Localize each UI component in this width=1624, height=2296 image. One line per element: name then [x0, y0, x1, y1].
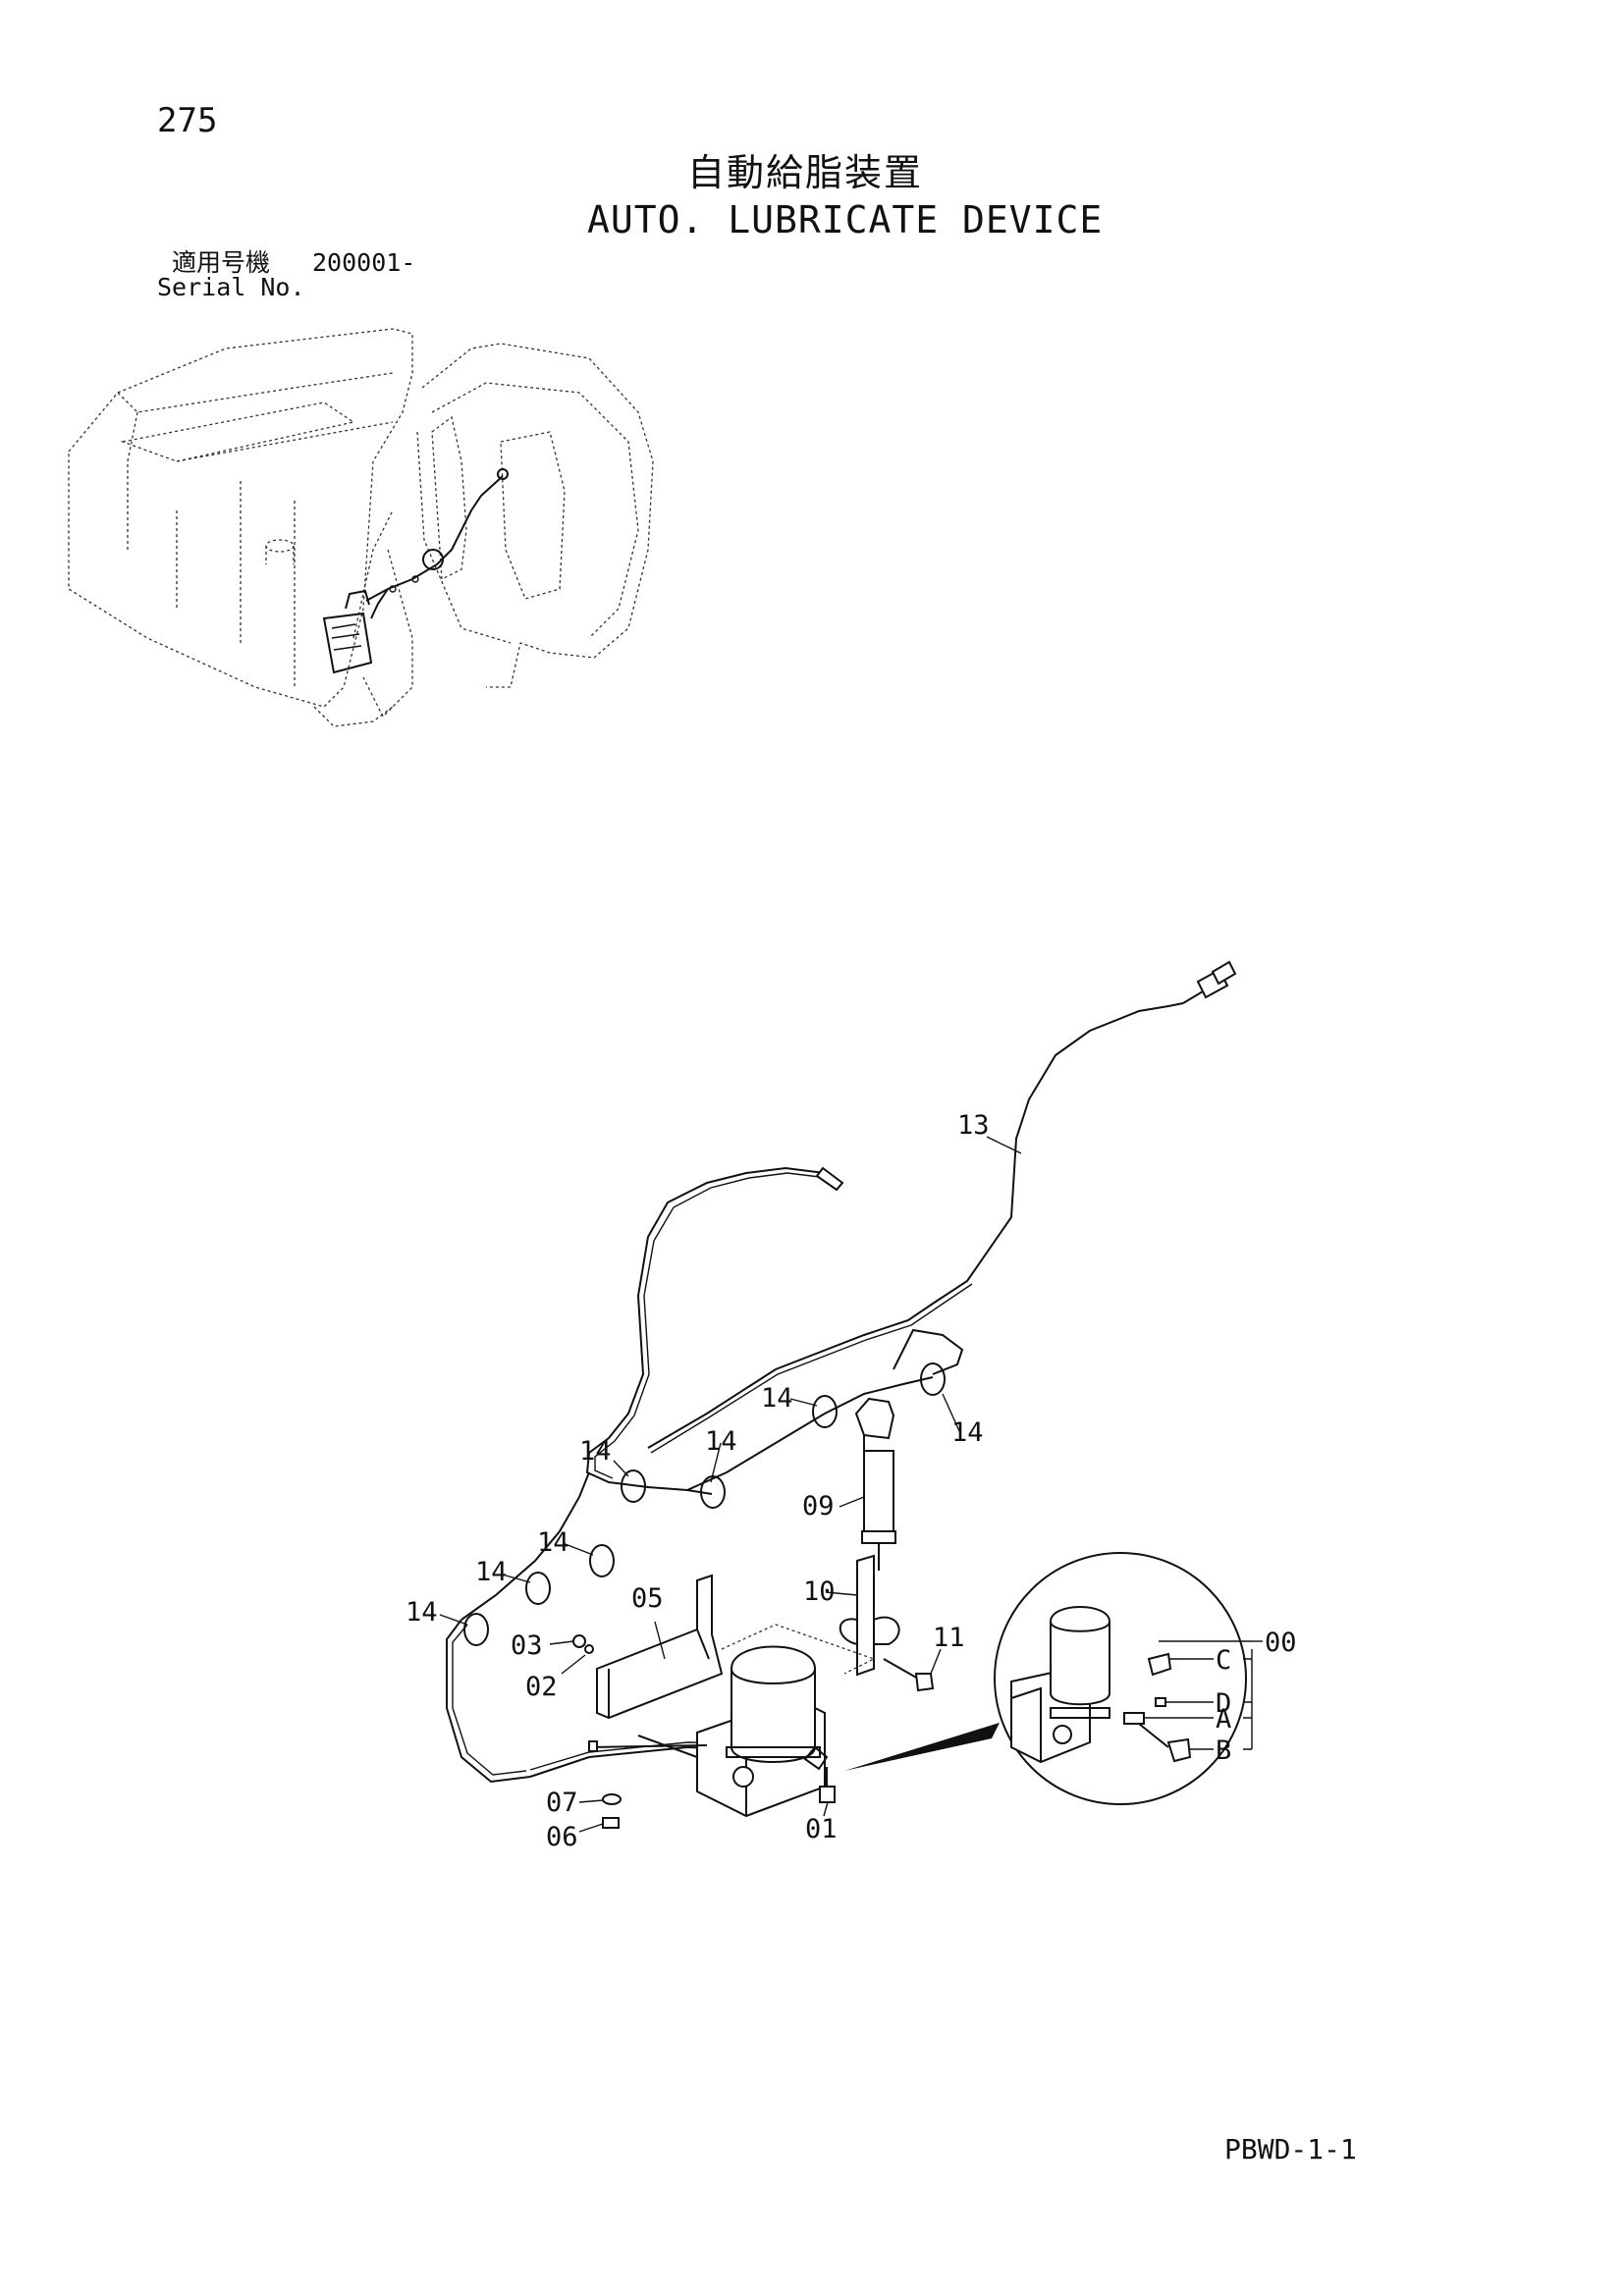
callout-02: 02 [525, 1672, 558, 1702]
page-number: 275 [157, 101, 218, 140]
callout-07: 07 [546, 1788, 578, 1818]
callout-00: 00 [1265, 1628, 1297, 1658]
serial-label-japanese: 適用号機 [172, 248, 271, 277]
bracket-05 [596, 1574, 724, 1720]
callout-13: 13 [957, 1110, 990, 1141]
callout-14-b: 14 [951, 1417, 984, 1448]
callout-c: C [1216, 1645, 1231, 1676]
fasteners [572, 1634, 836, 1829]
detail-view-circle [844, 1552, 1263, 1805]
callout-10: 10 [803, 1576, 836, 1607]
callout-09: 09 [802, 1491, 835, 1522]
callout-14-f: 14 [475, 1557, 508, 1587]
callout-labels: 13 14 14 14 14 14 14 14 09 10 11 05 03 0… [406, 1110, 1297, 1852]
harness-13 [647, 960, 1237, 1454]
callout-d: D [1216, 1688, 1231, 1719]
callout-a: A [1216, 1704, 1231, 1735]
bolt-11 [883, 1658, 935, 1692]
callout-05: 05 [631, 1583, 664, 1614]
clamps-14 [463, 1328, 964, 1646]
page-title-japanese: 自動給脂装置 [687, 151, 924, 194]
callout-14-e: 14 [537, 1527, 569, 1558]
page-title-english: AUTO. LUBRICATE DEVICE [587, 198, 1104, 241]
page-code: PBWD-1-1 [1224, 2133, 1357, 2165]
leader-lines [439, 1136, 1022, 1833]
callout-14-c: 14 [705, 1426, 737, 1457]
callout-14-g: 14 [406, 1597, 438, 1628]
grease-cartridge-09 [854, 1397, 896, 1571]
bracket-10 [839, 1554, 900, 1677]
callout-b: B [1216, 1735, 1231, 1766]
harness-loop [446, 1166, 844, 1784]
serial-label-english: Serial No. [157, 273, 305, 301]
pump-unit [588, 1624, 876, 1818]
callout-14-a: 14 [761, 1383, 793, 1414]
callout-11: 11 [933, 1623, 965, 1653]
serial-number-value: 200001- [312, 248, 416, 277]
machine-overview-illustration [68, 328, 654, 727]
callout-03: 03 [511, 1630, 543, 1661]
callout-14-d: 14 [579, 1436, 612, 1467]
callout-06: 06 [546, 1822, 578, 1852]
callout-01: 01 [805, 1814, 838, 1844]
